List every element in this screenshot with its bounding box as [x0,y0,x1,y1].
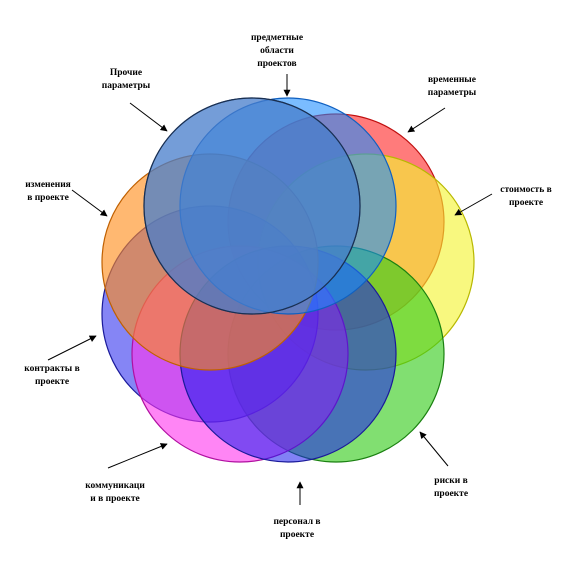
circles-group [101,97,475,463]
label-staff-line: персонал в [273,517,320,527]
arrow-other [129,102,168,132]
arrows-group [47,74,493,505]
arrow-risk [419,431,449,467]
label-other-line: Прочие [110,68,142,78]
label-risk-line: риски в [434,476,467,486]
label-staff: персонал в проекте [273,517,320,540]
circle-steel [143,97,361,315]
arrow-contract [47,335,97,361]
label-other: Прочие параметры [102,68,151,91]
label-cost: стоимость в проекте [500,185,552,208]
arrow-comm [107,443,168,469]
label-scope-line: проектов [257,59,296,69]
label-contract-line: контракты в [24,364,79,374]
label-scope: предметные области проектов [251,33,303,69]
label-contract: контракты в проекте [24,364,79,387]
label-change-line: изменения [25,180,71,190]
label-staff-line: проекте [280,530,314,540]
label-comm: коммуникаци и в проекте [85,481,145,504]
label-risk-line: проекте [434,489,468,499]
label-scope-line: предметные [251,33,303,43]
label-cost-line: стоимость в [500,185,552,195]
arrow-cost [454,193,493,216]
label-change-line: в проекте [27,193,69,203]
label-comm-line: и в проекте [90,494,139,504]
label-cost-line: проекте [509,198,543,208]
label-change: изменения в проекте [25,180,71,203]
label-time-line: параметры [428,88,477,98]
label-comm-line: коммуникаци [85,481,145,491]
labels-group: предметные области проектов временные параме… [24,33,551,540]
label-time: временные параметры [428,75,477,98]
label-other-line: параметры [102,81,151,91]
arrow-change [71,189,108,217]
arrow-time [407,107,446,133]
label-contract-line: проекте [35,377,69,387]
label-risk: риски в проекте [434,476,468,499]
label-scope-line: области [260,45,294,56]
label-time-line: временные [428,75,476,85]
